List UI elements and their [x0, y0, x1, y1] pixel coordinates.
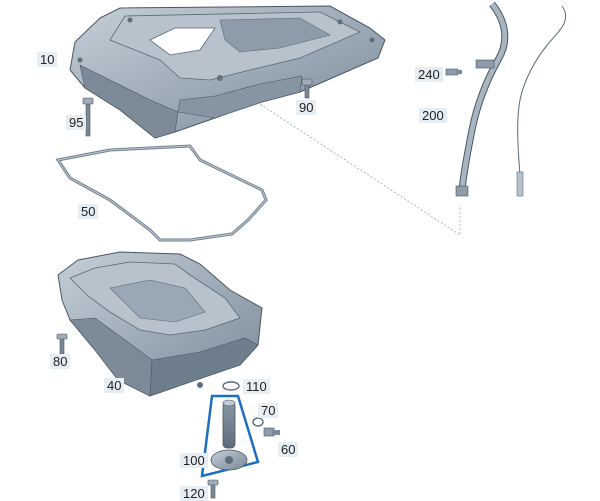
gasket-50-part[interactable]	[55, 144, 268, 242]
callout-95[interactable]: 95	[66, 115, 87, 130]
o-ring-110-part[interactable]	[222, 381, 240, 391]
dipstick-tube-200-part[interactable]	[455, 1, 509, 197]
callout-50[interactable]: 50	[78, 204, 99, 219]
callout-110[interactable]: 110	[243, 379, 270, 394]
bolt-80-part[interactable]	[56, 333, 68, 355]
callout-90[interactable]: 90	[296, 100, 317, 115]
callout-80[interactable]: 80	[50, 354, 71, 369]
oil-pickup-tube-100-part[interactable]	[200, 394, 260, 478]
callout-120[interactable]: 120	[180, 486, 208, 501]
lower-oil-pan-part[interactable]	[57, 251, 263, 397]
callout-70[interactable]: 70	[258, 403, 279, 418]
seal-ring-70-part[interactable]	[252, 417, 264, 427]
dipstick-wire-part[interactable]	[517, 5, 567, 196]
bolt-90-part[interactable]	[301, 78, 313, 99]
callout-200[interactable]: 200	[419, 108, 447, 123]
callout-100[interactable]: 100	[180, 453, 208, 468]
callout-240[interactable]: 240	[415, 67, 443, 82]
callout-40[interactable]: 40	[104, 378, 125, 393]
callout-10[interactable]: 10	[37, 52, 58, 67]
drain-plug-60-part[interactable]	[263, 427, 280, 437]
upper-oil-pan-part[interactable]	[69, 5, 386, 139]
callout-60[interactable]: 60	[278, 442, 299, 457]
bolt-120-part[interactable]	[207, 479, 219, 499]
bolt-240-part[interactable]	[445, 68, 462, 76]
